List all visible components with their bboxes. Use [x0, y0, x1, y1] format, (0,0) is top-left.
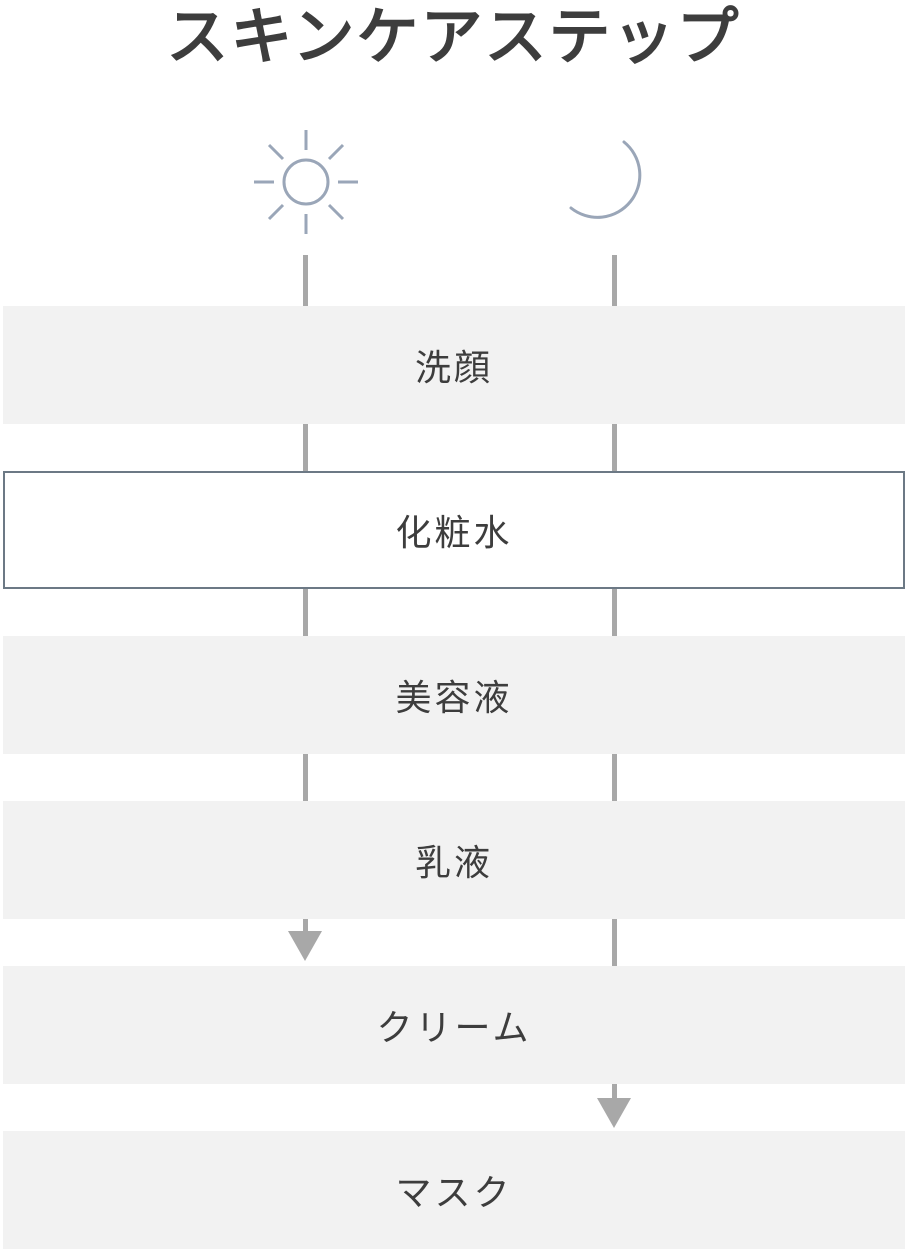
step-emulsion: 乳液 — [3, 801, 905, 919]
morning-connector — [303, 754, 308, 801]
night-connector — [612, 1084, 617, 1100]
night-connector — [612, 255, 617, 306]
step-cleanser: 洗顔 — [3, 306, 905, 424]
morning-connector — [303, 919, 308, 933]
night-connector — [612, 589, 617, 636]
sun-icon — [254, 130, 358, 234]
night-connector — [612, 919, 617, 966]
step-serum: 美容液 — [3, 636, 905, 754]
step-cream: クリーム — [3, 966, 905, 1084]
morning-connector — [303, 255, 308, 306]
step-toner: 化粧水 — [3, 471, 905, 589]
page-title: スキンケアステップ — [166, 0, 741, 73]
night-connector — [612, 754, 617, 801]
moon-icon — [569, 140, 642, 219]
night-arrowhead — [597, 1098, 631, 1128]
morning-arrowhead — [288, 931, 322, 961]
step-mask: マスク — [3, 1131, 905, 1249]
night-connector — [612, 424, 617, 471]
morning-connector — [303, 424, 308, 471]
morning-connector — [303, 589, 308, 636]
